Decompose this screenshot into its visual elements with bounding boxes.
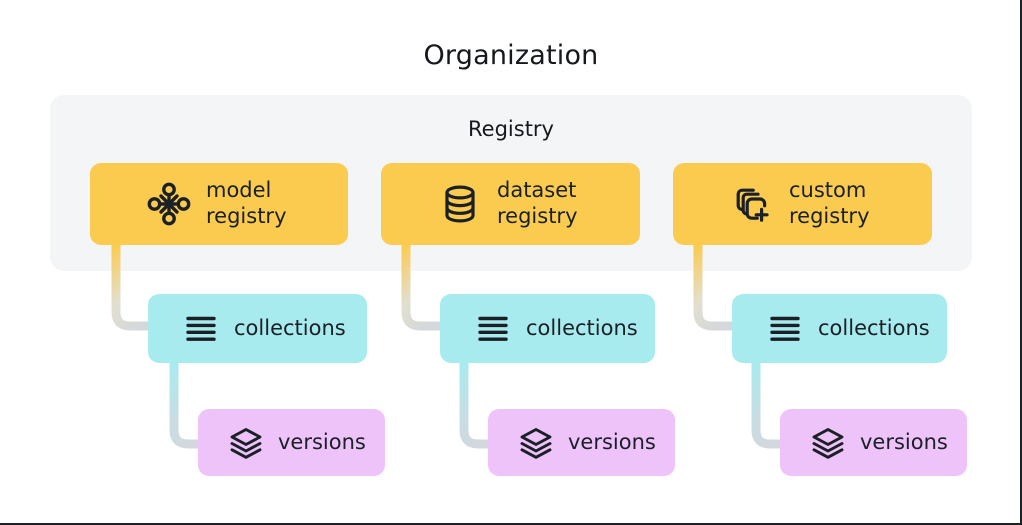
- versions-label-3: versions: [860, 429, 948, 454]
- collections-card-1[interactable]: collections: [148, 294, 367, 363]
- dataset-registry-card[interactable]: dataset registry: [381, 163, 640, 245]
- layers-stack-icon: [810, 425, 846, 461]
- collections-label-3: collections: [818, 315, 930, 340]
- layers-stack-icon: [228, 425, 264, 461]
- add-custom-stack-icon: [729, 181, 775, 227]
- collections-label-1: collections: [234, 315, 346, 340]
- custom-registry-label: custom registry: [789, 178, 870, 228]
- collections-card-3[interactable]: collections: [732, 294, 947, 363]
- dataset-registry-label: dataset registry: [497, 178, 578, 228]
- versions-card-2[interactable]: versions: [488, 409, 675, 476]
- model-graph-icon: [146, 181, 192, 227]
- model-registry-label: model registry: [206, 178, 287, 228]
- collections-card-2[interactable]: collections: [440, 294, 655, 363]
- collections-label-2: collections: [526, 315, 638, 340]
- versions-card-1[interactable]: versions: [198, 409, 385, 476]
- database-cylinder-icon: [437, 181, 483, 227]
- model-registry-card[interactable]: model registry: [90, 163, 348, 245]
- list-lines-icon: [766, 310, 804, 348]
- versions-label-2: versions: [568, 429, 656, 454]
- registry-panel-label: Registry: [468, 117, 554, 141]
- page-title: Organization: [423, 40, 599, 71]
- list-lines-icon: [474, 310, 512, 348]
- layers-stack-icon: [518, 425, 554, 461]
- list-lines-icon: [182, 310, 220, 348]
- versions-card-3[interactable]: versions: [780, 409, 967, 476]
- versions-label-1: versions: [278, 429, 366, 454]
- custom-registry-card[interactable]: custom registry: [673, 163, 932, 245]
